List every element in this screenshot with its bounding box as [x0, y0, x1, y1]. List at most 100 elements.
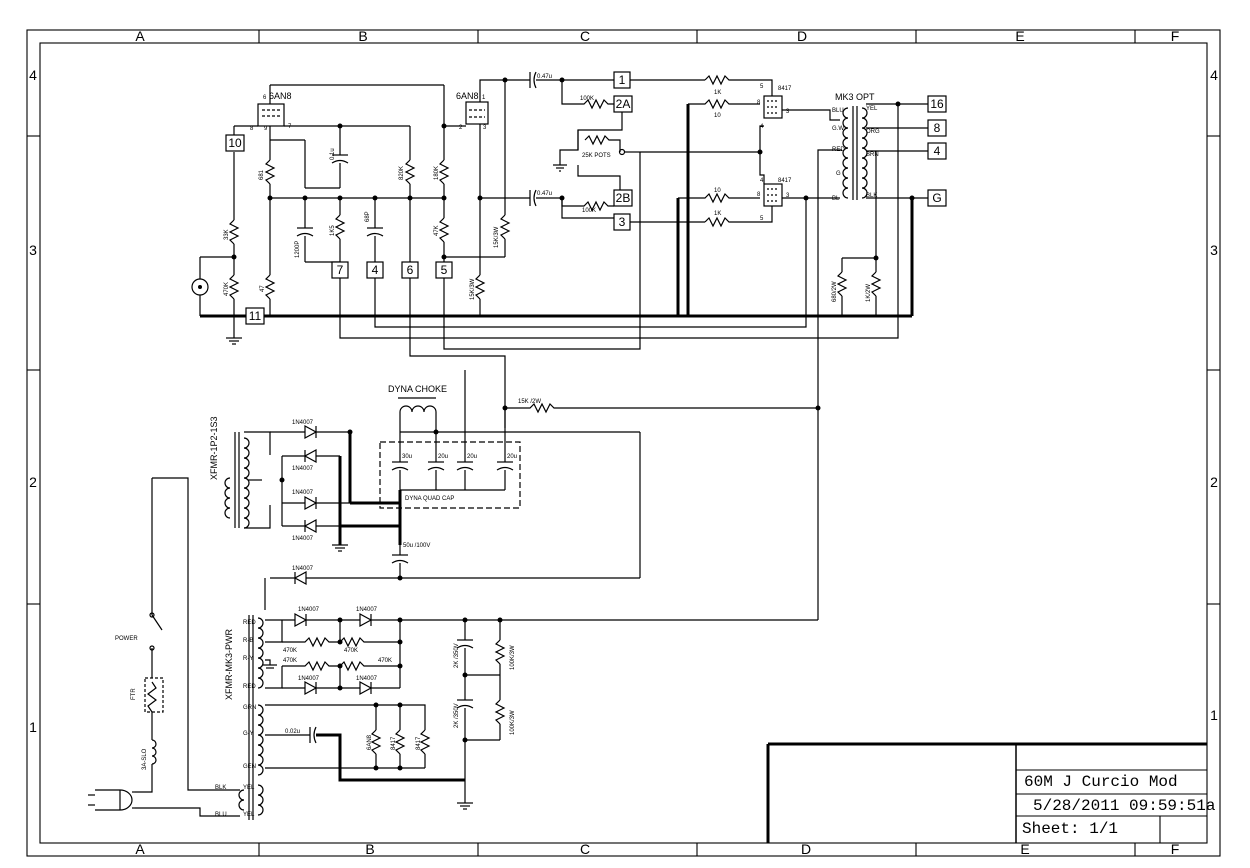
svg-text:680/2W: 680/2W [832, 281, 838, 302]
svg-text:2K /350V: 2K /350V [454, 643, 460, 668]
row-label: 3 [29, 242, 37, 258]
terminal-11 [245, 307, 265, 325]
svg-text:MK3 OPT: MK3 OPT [835, 92, 875, 102]
svg-text:100K/3W: 100K/3W [510, 645, 516, 670]
svg-text:FTR: FTR [131, 688, 137, 700]
dyna-quad-cap [379, 441, 521, 509]
svg-text:5: 5 [760, 216, 764, 222]
svg-text:2: 2 [459, 125, 463, 131]
svg-text:15K/3W: 15K/3W [494, 226, 500, 248]
svg-text:0.1u: 0.1u [330, 148, 336, 160]
svg-text:YEL: YEL [866, 106, 878, 112]
col-label: E [1020, 841, 1029, 857]
component-labels-top: 681 0.1u 820K 180K 33K 470K 47 1200P 1K5… [224, 148, 872, 302]
filter-caps: 30u 20u 20u 20u [391, 454, 517, 471]
svg-text:25K POTS: 25K POTS [582, 153, 611, 159]
col-label: A [135, 841, 145, 857]
svg-text:20u: 20u [438, 454, 448, 460]
row-label: 1 [1210, 707, 1218, 723]
svg-text:47K: 47K [434, 225, 440, 236]
svg-text:8: 8 [757, 192, 761, 198]
svg-text:1N4007: 1N4007 [298, 676, 320, 682]
tube-8417-out1 [763, 95, 783, 119]
svg-text:8417: 8417 [778, 86, 792, 92]
sheet-number: Sheet: 1/1 [1022, 820, 1118, 838]
svg-text:2A: 2A [616, 97, 631, 111]
col-label: C [580, 841, 590, 857]
svg-text:8417: 8417 [416, 736, 422, 750]
tube-6an8-v1 [257, 103, 285, 127]
drawing-frame [26, 29, 1221, 857]
svg-text:ORG: ORG [866, 129, 880, 135]
col-label: D [797, 28, 807, 44]
svg-text:GEN: GEN [243, 764, 256, 770]
col-label: F [1171, 841, 1180, 857]
svg-text:GRN: GRN [243, 705, 256, 711]
svg-text:8: 8 [250, 126, 254, 132]
svg-text:8: 8 [934, 121, 941, 135]
output-terminal-4 [927, 142, 947, 160]
svg-text:470K: 470K [283, 658, 297, 664]
svg-text:BLK: BLK [215, 785, 226, 791]
svg-text:4: 4 [760, 178, 764, 184]
output-terminal-g [927, 189, 947, 207]
svg-text:1200P: 1200P [295, 241, 301, 258]
svg-text:G.W: G.W [832, 126, 844, 132]
svg-text:6AN8: 6AN8 [269, 91, 292, 101]
col-label: D [801, 841, 811, 857]
svg-text:100K: 100K [580, 96, 594, 102]
col-label: A [135, 28, 145, 44]
svg-text:100K: 100K [582, 208, 596, 214]
svg-text:33K: 33K [224, 229, 230, 240]
tube-6an8-v2 [465, 101, 489, 125]
svg-text:20u: 20u [507, 454, 517, 460]
row-label: 1 [29, 719, 37, 735]
svg-text:1: 1 [482, 95, 486, 101]
power-supply: DYNA CHOKE 15K /2W DYNA QUAD CAP 30u 20u… [88, 370, 819, 820]
row-label: 2 [1210, 474, 1218, 490]
svg-text:G-Y: G-Y [243, 731, 254, 737]
svg-text:681: 681 [259, 169, 265, 180]
svg-text:7: 7 [337, 263, 344, 277]
svg-text:3: 3 [786, 193, 790, 199]
svg-text:5: 5 [441, 263, 448, 277]
drawing-datetime: 5/28/2011 09:59:51a [1033, 797, 1216, 815]
diodes-1n4007: 1N4007 1N4007 1N4007 1N4007 1N4007 [270, 420, 641, 586]
svg-text:BLK: BLK [866, 193, 877, 199]
svg-text:BL: BL [832, 196, 840, 202]
output-terminal-8 [927, 119, 947, 137]
svg-text:1N4007: 1N4007 [292, 566, 314, 572]
svg-text:180K: 180K [434, 166, 440, 180]
svg-text:YEL: YEL [243, 785, 255, 791]
output-transformer: MK3 OPT BLU G.W RED G BL YEL ORG BRN BLK [832, 92, 880, 202]
svg-text:6: 6 [263, 95, 267, 101]
svg-text:R-B: R-B [243, 638, 253, 644]
svg-text:47: 47 [260, 285, 266, 292]
svg-text:6AN8: 6AN8 [367, 734, 373, 750]
svg-text:1K: 1K [714, 211, 721, 217]
svg-text:1N4007: 1N4007 [292, 536, 314, 542]
svg-text:1N4007: 1N4007 [292, 420, 314, 426]
terminal-2a [613, 95, 633, 113]
svg-text:470K: 470K [344, 648, 358, 654]
svg-text:16: 16 [930, 97, 944, 111]
svg-text:1K: 1K [714, 90, 721, 96]
svg-text:470K: 470K [224, 282, 230, 296]
svg-text:9: 9 [264, 126, 268, 132]
svg-text:G: G [836, 171, 841, 177]
svg-text:4: 4 [760, 124, 764, 130]
svg-text:DYNA CHOKE: DYNA CHOKE [388, 384, 447, 394]
row-label: 4 [1210, 67, 1218, 83]
svg-text:1N4007: 1N4007 [356, 607, 378, 613]
col-label: B [358, 28, 367, 44]
row-label: 2 [29, 474, 37, 490]
svg-text:15K/3W: 15K/3W [470, 278, 476, 300]
svg-text:3: 3 [619, 215, 626, 229]
svg-text:3: 3 [786, 109, 790, 115]
svg-text:BLU: BLU [215, 812, 227, 818]
svg-text:100K/3W: 100K/3W [510, 710, 516, 735]
svg-text:YEL: YEL [243, 812, 255, 818]
output-terminal-16 [927, 95, 947, 113]
row-label: 3 [1210, 242, 1218, 258]
svg-text:820K: 820K [399, 166, 405, 180]
